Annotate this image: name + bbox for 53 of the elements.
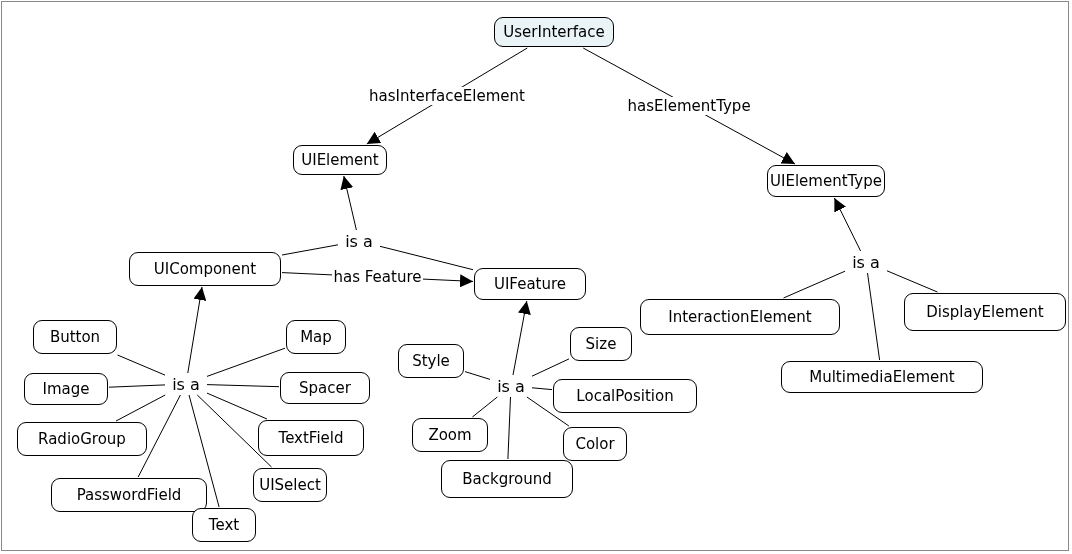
connector-line [115,394,166,422]
concept-box: Map [286,320,346,354]
connector-line [117,354,166,376]
concept-box: UserInterface [494,17,614,47]
connector-line [464,371,491,380]
concept-box: Text [192,508,256,542]
concept-box: Size [570,327,632,361]
connector-line [783,270,846,299]
arrow [512,300,531,376]
connector-line [206,384,280,388]
linking-phrase: is a [339,231,379,251]
concept-box: TextField [258,420,364,456]
concept-box: UIFeature [474,268,586,300]
connector-line [507,396,511,460]
concept-box: Image [24,373,108,405]
concept-box: UIElement [293,145,387,175]
linking-phrase: is a [166,374,206,394]
arrow [187,286,207,374]
concept-box: UISelect [253,468,327,502]
concept-box: Zoom [412,418,488,452]
concept-box: UIComponent [129,252,281,286]
connector-line [526,396,570,427]
concept-box: Color [563,427,627,461]
connector-line [188,394,220,508]
concept-box: Style [398,344,464,378]
arrow [340,175,357,231]
linking-phrase: is a [491,376,531,396]
concept-box: Background [441,460,573,498]
concept-box: UIElementType [767,165,885,197]
connector-line [886,270,938,293]
edge-label: hasInterfaceElement [367,87,527,105]
concept-box: Spacer [280,372,370,404]
concept-box: RadioGroup [17,422,147,456]
connector-line [137,394,181,478]
concept-box: DisplayElement [904,293,1066,331]
concept-box: LocalPosition [553,379,697,413]
connector-line [206,347,286,377]
edge-label: hasElementType [625,97,753,115]
arrow [833,197,862,252]
linking-phrase: is a [846,252,886,272]
connector-line [206,392,268,420]
concept-box: PasswordField [51,478,207,512]
connector-line [531,358,570,377]
connector-line [531,387,553,391]
concept-box: Button [33,320,117,354]
connector-line [281,244,339,256]
connector-line [196,394,272,468]
concept-box: MultimediaElement [781,361,983,393]
connector-line [867,272,881,361]
connector-line [108,384,166,388]
connector-line [379,245,474,271]
connector-line [471,396,498,418]
concept-box: InteractionElement [640,299,840,335]
